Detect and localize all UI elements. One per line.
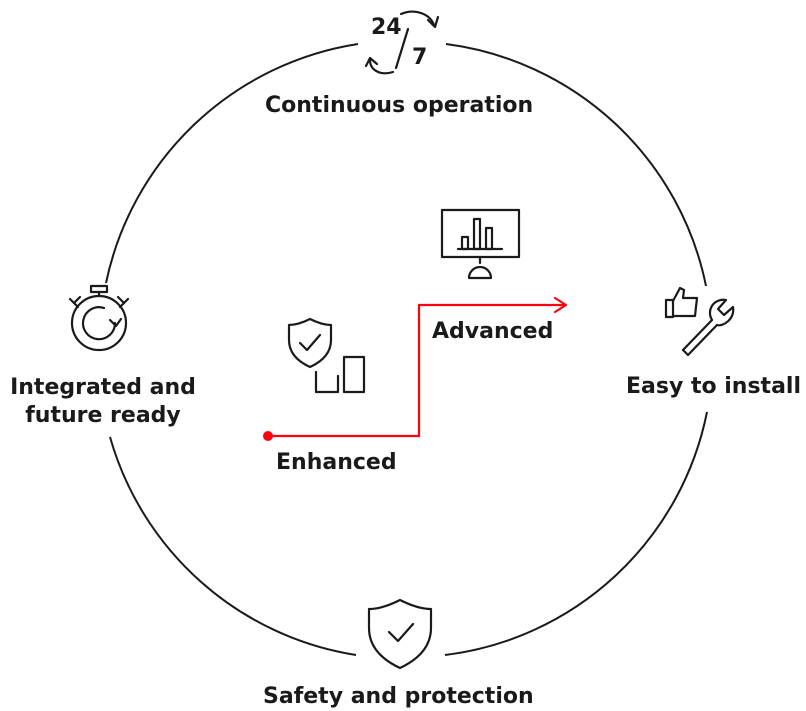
clock-24-7-icon: 24 7 bbox=[364, 10, 440, 75]
feature-easy-to-install: Easy to install bbox=[626, 374, 802, 399]
level-advanced: Advanced bbox=[432, 319, 554, 344]
monitor-chart-icon bbox=[440, 208, 521, 280]
thumbs-up-wrench-icon bbox=[664, 286, 735, 357]
feature-safety-and-protection: Safety and protection bbox=[263, 684, 534, 709]
feature-integrated-line1: Integrated and bbox=[10, 375, 196, 400]
feature-continuous-operation: Continuous operation bbox=[265, 93, 534, 118]
feature-integrated-line2: future ready bbox=[25, 403, 181, 428]
svg-text:24: 24 bbox=[371, 15, 402, 40]
shield-bars-icon bbox=[287, 317, 366, 394]
progression-path bbox=[263, 296, 568, 441]
level-enhanced: Enhanced bbox=[276, 450, 397, 475]
feature-integrated-future-ready: Integrated and future ready bbox=[8, 374, 198, 430]
svg-text:7: 7 bbox=[412, 45, 427, 70]
shield-check-icon bbox=[367, 598, 433, 670]
stopwatch-icon bbox=[68, 284, 130, 352]
cycle-ring bbox=[105, 43, 708, 656]
